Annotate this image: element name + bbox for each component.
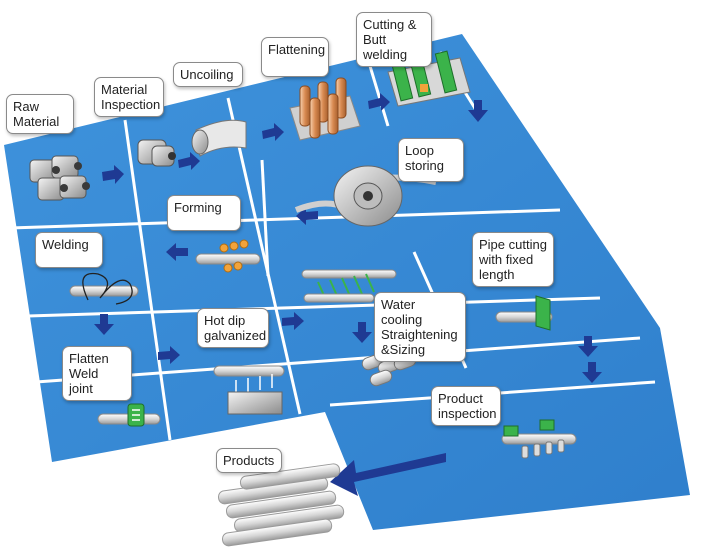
uncoiled-strip-icon xyxy=(191,119,247,157)
arrow-down-icon xyxy=(578,336,598,357)
flattening-rollers-icon xyxy=(289,77,361,141)
step-label-water-cooling: Water cooling Straightening &Sizing xyxy=(374,292,466,362)
steel-coil-stack-icon xyxy=(29,155,90,201)
step-label-loop-storing: Loop storing xyxy=(398,138,464,182)
pipe-cutter-icon xyxy=(495,295,553,331)
step-label-forming: Forming xyxy=(167,195,241,231)
arrow-down-icon xyxy=(468,100,488,122)
arrow-down-icon xyxy=(352,322,372,343)
butt-welding-machine-icon xyxy=(387,50,471,107)
arrow-right-icon xyxy=(158,346,180,364)
arrow-right-icon xyxy=(262,123,284,141)
products-arrow-icon xyxy=(330,453,446,496)
flow-arrows xyxy=(94,93,602,496)
arrow-right-icon xyxy=(178,152,200,170)
step-label-cutting-butt-welding: Cutting & Butt welding xyxy=(356,12,432,67)
arrow-left-icon xyxy=(296,207,318,225)
arrow-right-icon xyxy=(368,93,390,111)
step-label-pipe-cutting: Pipe cutting with fixed length xyxy=(472,232,554,287)
steel-coil-icon xyxy=(137,139,176,167)
weld-joint-flatten-icon xyxy=(97,403,161,427)
step-label-material-inspection: Material Inspection xyxy=(94,77,164,117)
step-label-raw-material: Raw Material xyxy=(6,94,74,134)
inspection-clamp-icon xyxy=(501,419,577,459)
board-main xyxy=(4,34,690,530)
step-label-product-inspection: Product inspection xyxy=(431,386,501,426)
step-label-welding: Welding xyxy=(35,232,103,268)
step-label-uncoiling: Uncoiling xyxy=(173,62,243,87)
step-label-hot-dip-galvanized: Hot dip galvanized xyxy=(197,308,269,348)
arrow-left-icon xyxy=(166,243,188,261)
arrow-down-icon xyxy=(582,362,602,383)
step-label-flatten-weld-joint: Flatten Weld joint xyxy=(62,346,132,401)
arrow-right-icon xyxy=(102,165,124,184)
weld-seam-pipe-icon xyxy=(69,272,139,305)
arrow-down-icon xyxy=(94,314,114,335)
galvanizing-bath-icon xyxy=(213,365,285,415)
step-label-products: Products xyxy=(216,448,282,473)
forming-rolls-icon xyxy=(195,239,261,273)
step-label-flattening: Flattening xyxy=(261,37,329,77)
arrow-right-icon xyxy=(282,312,304,330)
pipe-bundle-icon xyxy=(217,463,345,547)
